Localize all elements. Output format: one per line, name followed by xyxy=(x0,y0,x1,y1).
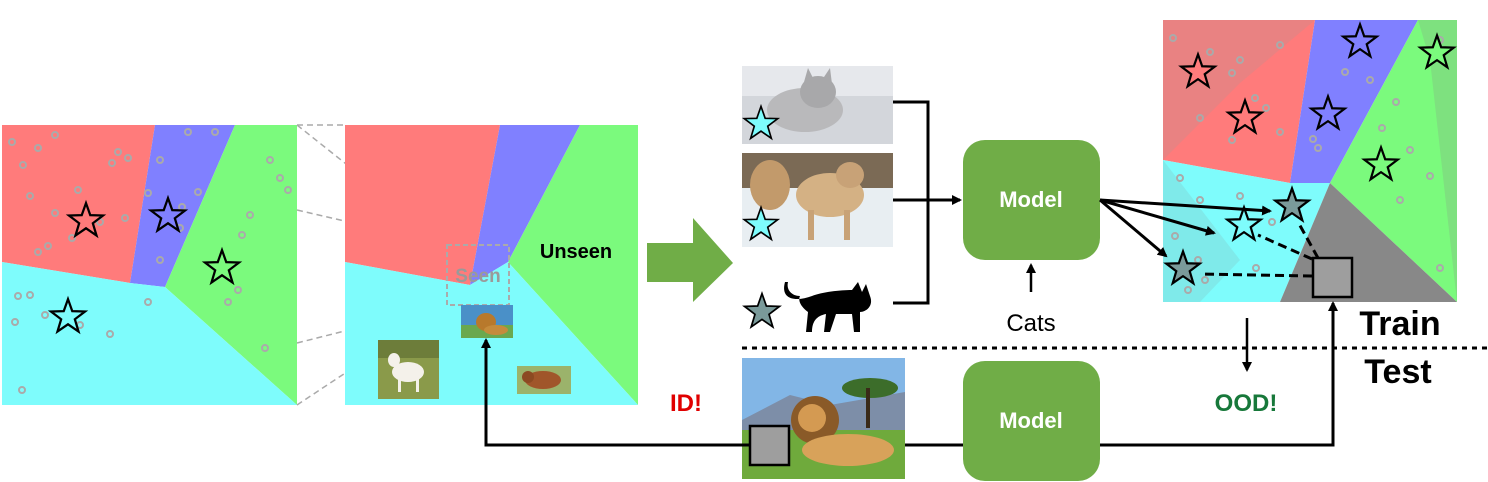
model-box-test: Model xyxy=(963,361,1100,481)
cat-silhouette xyxy=(743,282,872,332)
model-box-train: Model xyxy=(963,140,1100,260)
cyan-region xyxy=(2,262,297,405)
lion-photo xyxy=(742,358,905,479)
lion-thumbnail xyxy=(461,305,513,338)
gray-star-icon xyxy=(743,292,781,328)
big-right-arrow xyxy=(647,218,733,302)
model-label-test: Model xyxy=(999,408,1063,433)
blue-region xyxy=(130,125,235,287)
test-label: Test xyxy=(1364,353,1431,391)
embedding-arrows xyxy=(1099,198,1272,258)
sample-points xyxy=(8,128,292,394)
feature-space-panel-1 xyxy=(2,125,297,405)
id-label: ID! xyxy=(670,390,702,417)
blue-region-learned xyxy=(1290,20,1418,183)
seen-label: Seen xyxy=(455,266,500,287)
train-label: Train xyxy=(1359,305,1440,343)
kitten-photo xyxy=(742,66,893,144)
red-region xyxy=(2,125,155,283)
test-sample-square xyxy=(748,424,791,467)
faded-gray-region-2 xyxy=(1418,20,1457,302)
distance-lines xyxy=(1199,221,1320,278)
green-region-zoom xyxy=(508,125,638,405)
ood-label: OOD! xyxy=(1215,390,1278,417)
red-region-zoom xyxy=(345,125,500,285)
ood-sample-square xyxy=(1311,256,1354,299)
model-label-train: Model xyxy=(999,187,1063,212)
test-flow-connectors xyxy=(481,301,1338,447)
cat-icon xyxy=(784,282,872,332)
cats-label: Cats xyxy=(1006,310,1055,337)
goat-photo xyxy=(378,340,439,399)
cow-photo xyxy=(517,366,571,394)
learned-sample-points xyxy=(1169,34,1444,294)
feature-space-panel-3 xyxy=(1163,20,1457,302)
lynx-photo xyxy=(742,153,893,247)
train-input-connectors xyxy=(893,100,962,305)
unseen-label: Unseen xyxy=(540,241,612,263)
faded-gray-region xyxy=(1163,20,1315,160)
feature-space-panel-2: Seen Unseen xyxy=(345,125,638,405)
